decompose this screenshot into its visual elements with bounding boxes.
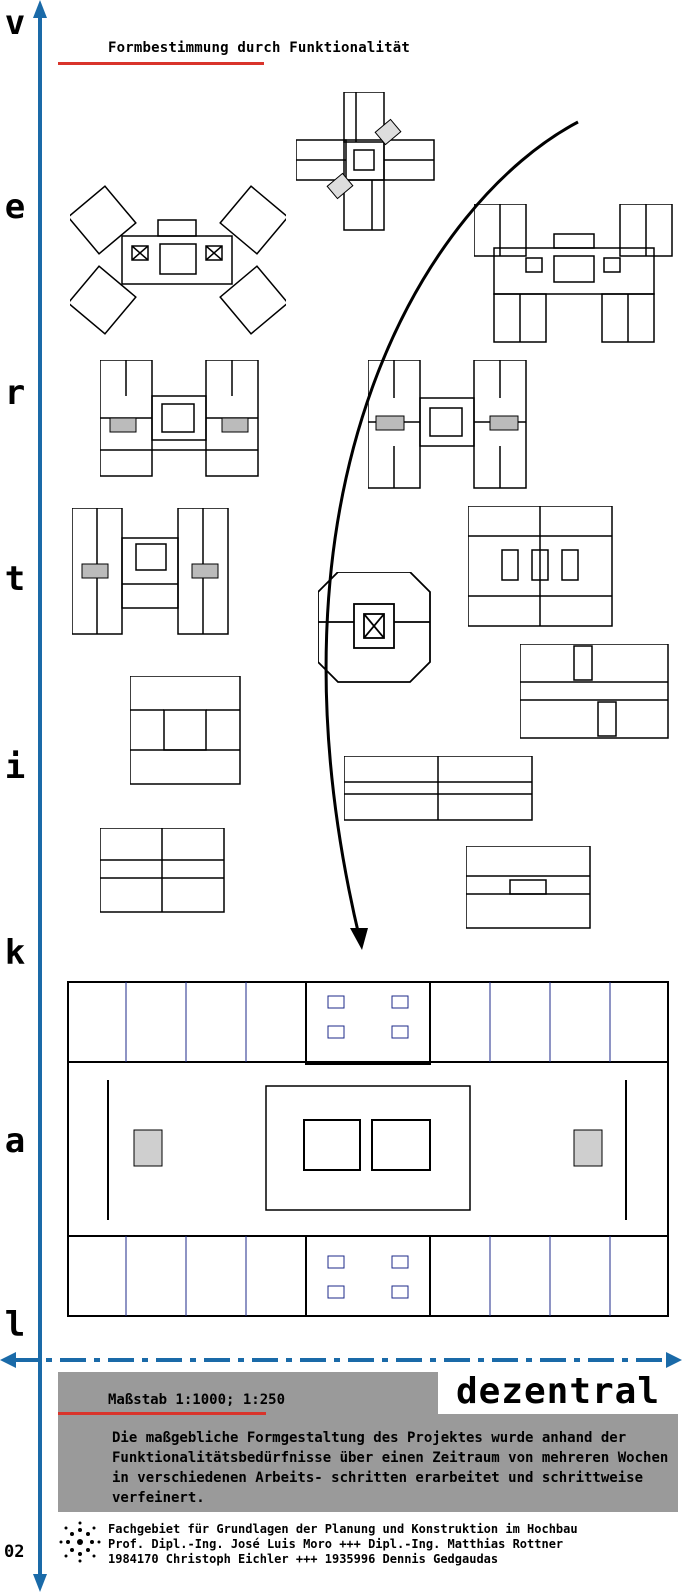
vertical-letter: v xyxy=(4,3,26,43)
vertical-letter: t xyxy=(4,559,26,599)
page-title: Formbestimmung durch Funktionalität xyxy=(108,40,411,56)
floor-plan-octagon xyxy=(318,572,431,683)
title-underline xyxy=(58,62,264,65)
floor-plan-slab-2 xyxy=(100,828,225,913)
floor-plan-h-shape-3 xyxy=(72,508,229,635)
scale-underline xyxy=(58,1412,266,1415)
floor-plan-x-shape xyxy=(70,185,286,335)
floor-plan-slab-1 xyxy=(344,756,533,821)
footer-line-1: Fachgebiet für Grundlagen der Planung un… xyxy=(108,1522,578,1536)
footer-line-3: 1984170 Christoph Eichler +++ 1935996 De… xyxy=(108,1552,499,1566)
footer-line-2: Prof. Dipl.-Ing. José Luis Moro +++ Dipl… xyxy=(108,1537,564,1551)
description-text: Die maßgebliche Formgestaltung des Proje… xyxy=(112,1430,669,1506)
floor-plan-rect-1 xyxy=(468,506,613,627)
scale-label: Maßstab 1:1000; 1:250 xyxy=(108,1392,286,1408)
vertical-letter: e xyxy=(4,187,26,227)
floor-plan-detailed xyxy=(67,981,669,1317)
footer: Fachgebiet für Grundlagen der Planung un… xyxy=(108,1522,578,1567)
floor-plan-h-shape-1 xyxy=(100,360,259,477)
horizontal-axis-label: dezentral xyxy=(438,1370,678,1414)
vertical-letter: i xyxy=(4,747,26,787)
vertical-letter: k xyxy=(4,933,26,973)
floor-plan-cross-tower xyxy=(296,92,435,231)
university-logo xyxy=(59,1521,101,1563)
vertical-letter: l xyxy=(4,1305,26,1345)
floor-plan-slab-3 xyxy=(466,846,591,929)
vertical-letter: a xyxy=(4,1121,26,1161)
page-number: 02 xyxy=(4,1542,25,1562)
floor-plan-h-shape-wide xyxy=(474,204,673,343)
floor-plan-square xyxy=(130,676,241,785)
vertical-letter: r xyxy=(4,373,26,413)
floor-plan-rect-2 xyxy=(520,644,669,739)
floor-plan-h-shape-2 xyxy=(368,360,527,489)
